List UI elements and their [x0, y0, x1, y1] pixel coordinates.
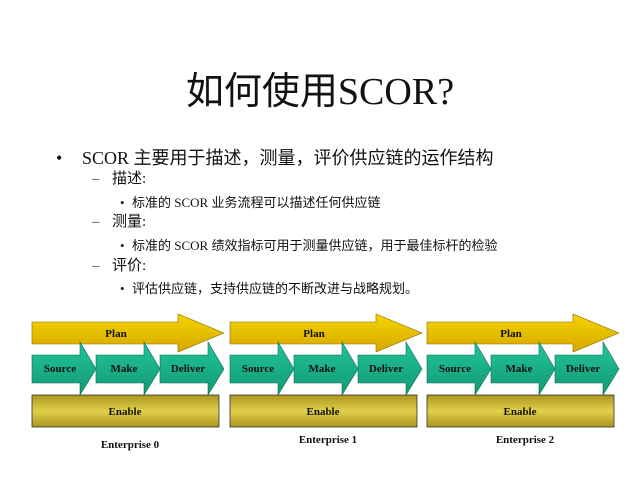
process-label: Make: [309, 363, 336, 375]
sub-bullet-describe: –描述:: [92, 171, 147, 187]
slide-title: 如何使用SCOR?: [185, 71, 455, 113]
process-arrow-deliver: [357, 340, 423, 397]
process-arrow-deliver: [159, 340, 225, 397]
process-arrow-make: [490, 340, 556, 397]
process-arrow-make: [293, 340, 359, 397]
enterprise-label: Enterprise 2: [496, 434, 555, 446]
plan-arrow: [426, 313, 620, 353]
process-arrow-source: [229, 340, 295, 397]
process-arrow-source: [426, 340, 492, 397]
process-label: Source: [44, 363, 76, 375]
enable-bar: [229, 394, 418, 428]
sub-bullet-label: 评价:: [112, 258, 147, 274]
main-bullet-text: SCOR 主要用于描述，测量，评价供应链的运作结构: [82, 148, 494, 168]
detail-text: 标准的 SCOR 业务流程可以描述任何供应链: [132, 195, 381, 210]
detail-bullet-evaluate: •评估供应链，支持供应链的不断改进与战略规划。: [120, 281, 419, 296]
process-label: Make: [506, 363, 533, 375]
sub-bullet-measure: –测量:: [92, 214, 147, 230]
process-label: Deliver: [171, 363, 205, 375]
enable-label: Enable: [108, 406, 141, 418]
enable-label: Enable: [306, 406, 339, 418]
process-label: Deliver: [566, 363, 600, 375]
enterprise-label: Enterprise 0: [101, 439, 160, 451]
process-arrow-source: [31, 340, 97, 397]
sub-bullet-label: 测量:: [112, 214, 147, 230]
process-arrow-deliver: [554, 340, 620, 397]
enable-label: Enable: [503, 406, 536, 418]
plan-arrow: [229, 313, 423, 353]
plan-label: Plan: [500, 328, 521, 340]
process-arrow-make: [95, 340, 161, 397]
enterprise-label: Enterprise 1: [299, 434, 357, 446]
enable-bar: [31, 394, 220, 428]
plan-label: Plan: [303, 328, 324, 340]
process-label: Source: [242, 363, 274, 375]
detail-text: 评估供应链，支持供应链的不断改进与战略规划。: [132, 281, 419, 296]
enable-bar: [426, 394, 615, 428]
plan-arrow: [31, 313, 225, 353]
sub-bullet-label: 描述:: [112, 171, 147, 187]
detail-text: 标准的 SCOR 绩效指标可用于测量供应链，用于最佳标杆的检验: [132, 238, 498, 253]
process-label: Source: [439, 363, 471, 375]
process-label: Deliver: [369, 363, 403, 375]
process-label: Make: [111, 363, 138, 375]
main-bullet: •SCOR 主要用于描述，测量，评价供应链的运作结构: [56, 148, 494, 168]
sub-bullet-evaluate: –评价:: [92, 258, 147, 274]
detail-bullet-describe: •标准的 SCOR 业务流程可以描述任何供应链: [120, 195, 381, 210]
plan-label: Plan: [105, 328, 126, 340]
detail-bullet-measure: •标准的 SCOR 绩效指标可用于测量供应链，用于最佳标杆的检验: [120, 238, 498, 253]
